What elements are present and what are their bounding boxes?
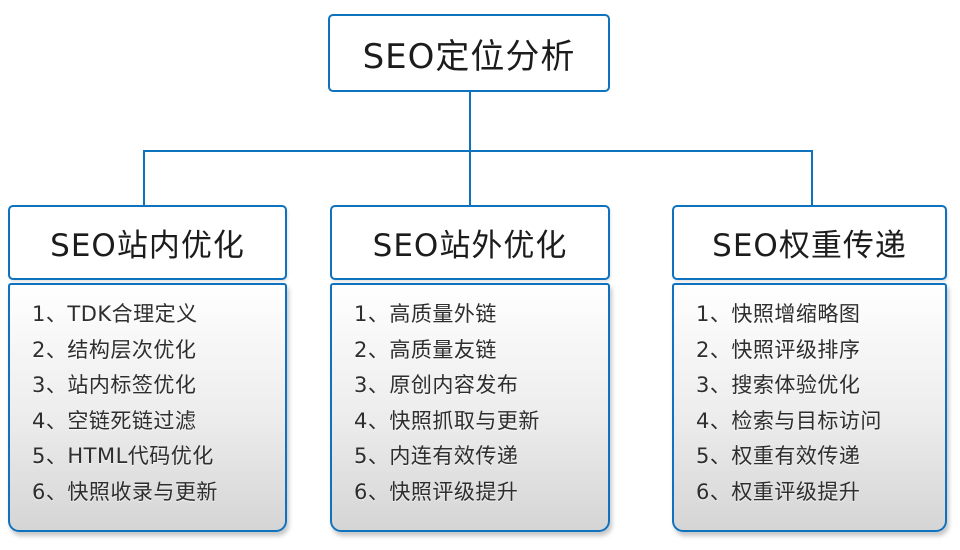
list-item: 6、权重评级提升 xyxy=(696,479,861,504)
list-item: 3、站内标签优化 xyxy=(32,373,197,397)
list-item: 1、高质量外链 xyxy=(354,302,497,326)
column-panel-offsite: 1、高质量外链 2、高质量友链 3、原创内容发布 4、快照抓取与更新 5、内连有… xyxy=(330,283,610,532)
connector-horizontal xyxy=(143,150,813,152)
list-item: 3、搜索体验优化 xyxy=(696,373,861,397)
column-header-label: SEO权重传递 xyxy=(712,228,907,264)
connector-left-vertical xyxy=(143,150,145,206)
list-item: 2、结构层次优化 xyxy=(32,337,197,362)
root-node: SEO定位分析 xyxy=(328,14,610,92)
column-header-onsite: SEO站内优化 xyxy=(8,205,287,280)
column-panel-weight: 1、快照增缩略图 2、快照评级排序 3、搜索体验优化 4、检索与目标访问 5、权… xyxy=(672,283,947,532)
column-header-weight: SEO权重传递 xyxy=(672,205,947,280)
column-header-offsite: SEO站外优化 xyxy=(330,205,610,280)
list-item: 4、空链死链过滤 xyxy=(32,408,197,433)
list-item: 1、TDK合理定义 xyxy=(32,302,198,326)
root-node-label: SEO定位分析 xyxy=(362,36,576,77)
onsite-item-list: 1、TDK合理定义 2、结构层次优化 3、站内标签优化 4、空链死链过滤 5、H… xyxy=(10,297,285,510)
connector-middle-vertical xyxy=(469,150,471,206)
connector-root-vertical xyxy=(469,92,471,152)
list-item: 3、原创内容发布 xyxy=(354,373,519,397)
list-item: 4、检索与目标访问 xyxy=(696,408,882,433)
list-item: 1、快照增缩略图 xyxy=(696,302,861,326)
column-header-label: SEO站外优化 xyxy=(372,228,568,264)
weight-item-list: 1、快照增缩略图 2、快照评级排序 3、搜索体验优化 4、检索与目标访问 5、权… xyxy=(674,297,945,510)
list-item: 4、快照抓取与更新 xyxy=(354,408,540,433)
list-item: 6、快照评级提升 xyxy=(354,479,519,504)
column-header-label: SEO站内优化 xyxy=(50,228,245,264)
list-item: 2、快照评级排序 xyxy=(696,337,861,362)
list-item: 5、内连有效传递 xyxy=(354,444,519,468)
connector-right-vertical xyxy=(811,150,813,206)
column-panel-onsite: 1、TDK合理定义 2、结构层次优化 3、站内标签优化 4、空链死链过滤 5、H… xyxy=(8,283,287,532)
offsite-item-list: 1、高质量外链 2、高质量友链 3、原创内容发布 4、快照抓取与更新 5、内连有… xyxy=(332,297,608,510)
list-item: 2、高质量友链 xyxy=(354,337,497,362)
list-item: 5、权重有效传递 xyxy=(696,444,861,468)
list-item: 5、HTML代码优化 xyxy=(32,444,214,468)
list-item: 6、快照收录与更新 xyxy=(32,479,218,504)
